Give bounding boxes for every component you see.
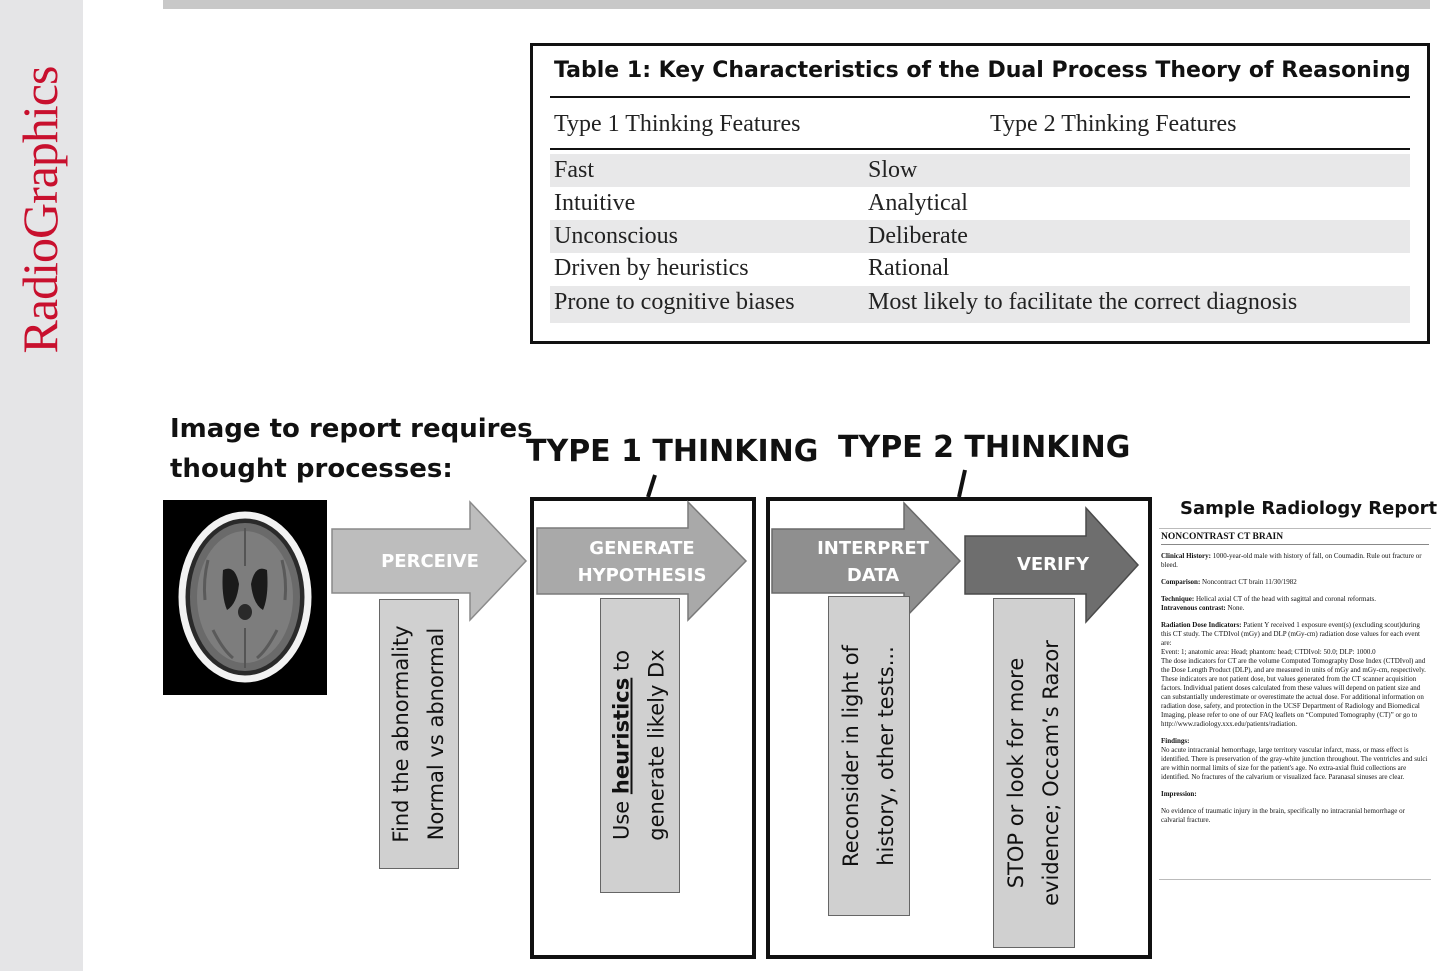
table-cell: Deliberate — [868, 223, 968, 249]
table-cell: Unconscious — [554, 223, 678, 249]
report-findings: Findings:No acute intracranial hemorrhag… — [1161, 737, 1428, 781]
type2-group-box — [766, 497, 1152, 959]
verify-note-box — [993, 598, 1075, 948]
interpret-label-line1: INTERPRET — [817, 538, 929, 559]
perceive-note-box — [379, 599, 459, 869]
generate-note-text: Use heuristics to generate likely Dx — [609, 649, 669, 841]
table-header-rule — [550, 148, 1410, 150]
perceive-note-text: Find the abnormality Normal vs abnormal — [389, 625, 448, 843]
table-cell: Most likely to facilitate the correct di… — [868, 289, 1298, 315]
verify-label: VERIFY — [1016, 554, 1090, 575]
table-row-shade — [550, 220, 1410, 253]
top-divider — [163, 0, 1430, 9]
journal-sidebar — [0, 0, 83, 971]
diagram-heading-line2: thought processes: — [170, 454, 453, 484]
report-clinical-history: Clinical History: 1000-year-old male wit… — [1161, 552, 1422, 569]
brain-ct-image — [163, 500, 327, 695]
generate-label-line2: HYPOTHESIS — [577, 565, 707, 586]
table-title: Table 1: Key Characteristics of the Dual… — [554, 58, 1411, 83]
interpret-note-text: Reconsider in light of history, other te… — [839, 645, 898, 867]
verify-note-text: STOP or look for more evidence; Occam’s … — [1004, 640, 1063, 906]
generate-hypothesis-arrow — [536, 500, 748, 622]
type2-connector — [957, 469, 967, 498]
report-comparison: Comparison: Noncontract CT brain 11/30/1… — [1161, 578, 1297, 586]
table-cell: Driven by heuristics — [554, 255, 749, 281]
sample-report: NONCONTRAST CT BRAIN Clinical History: 1… — [1159, 528, 1431, 880]
verify-arrow — [964, 506, 1140, 624]
report-impression-label: Impression: — [1161, 790, 1197, 798]
table-cell: Intuitive — [554, 190, 636, 216]
diagram-heading-line1: Image to report requires — [170, 414, 533, 444]
table-cell: Slow — [868, 157, 918, 183]
table-frame — [530, 43, 1430, 344]
report-impression: No evidence of traumatic injury in the b… — [1161, 807, 1405, 824]
report-title: NONCONTRAST CT BRAIN — [1161, 532, 1429, 545]
report-dose: Radiation Dose Indicators: Patient Y rec… — [1161, 621, 1426, 728]
perceive-arrow — [331, 500, 528, 622]
table-row-shade — [550, 286, 1410, 323]
type1-label: TYPE 1 THINKING — [526, 434, 819, 469]
interpret-note-box — [828, 596, 910, 916]
table-cell: Prone to cognitive biases — [554, 289, 795, 315]
brain-ct-drawing — [178, 511, 312, 683]
heuristics-emphasis: heuristics — [609, 677, 634, 795]
table-title-rule — [550, 96, 1410, 98]
generate-note-box — [600, 598, 680, 893]
type1-group-box — [530, 497, 756, 959]
table-cell: Analytical — [868, 190, 968, 216]
table-col2-header: Type 2 Thinking Features — [990, 111, 1237, 137]
type2-label: TYPE 2 THINKING — [838, 430, 1131, 465]
interpret-data-arrow — [771, 501, 962, 621]
report-heading: Sample Radiology Report — [1180, 498, 1438, 519]
type1-connector — [646, 474, 657, 498]
table-cell: Fast — [554, 157, 595, 183]
table-col1-header: Type 1 Thinking Features — [554, 111, 801, 137]
interpret-label-line2: DATA — [846, 565, 900, 586]
report-technique: Technique: Helical axial CT of the head … — [1161, 595, 1377, 612]
generate-label-line1: GENERATE — [589, 538, 695, 559]
perceive-label: PERCEIVE — [381, 551, 479, 572]
table-row-shade — [550, 154, 1410, 187]
table-cell: Rational — [868, 255, 950, 281]
